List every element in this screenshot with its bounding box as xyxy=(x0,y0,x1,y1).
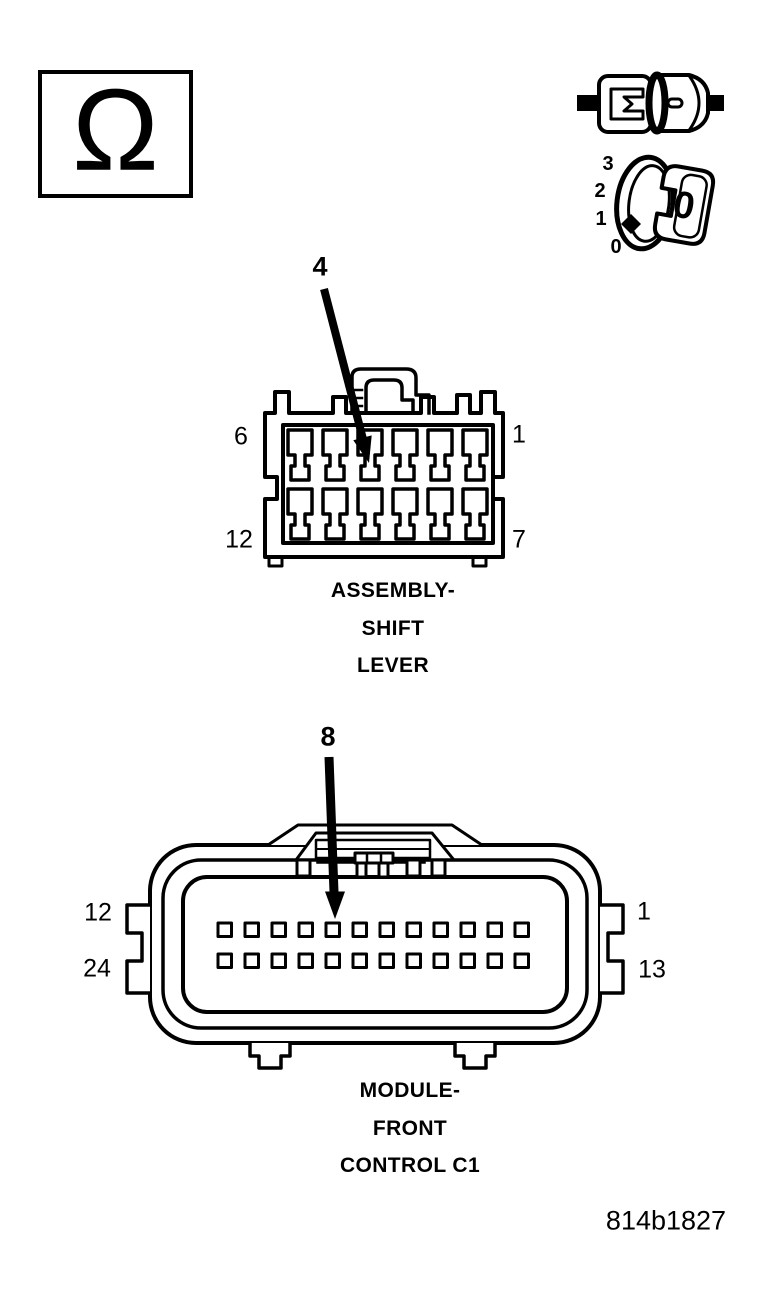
connector1-terminal xyxy=(391,428,419,482)
connector2-top-tab-3 xyxy=(430,858,447,878)
right-wire-stub xyxy=(708,95,724,111)
key-position-3-label: 3 xyxy=(602,153,613,175)
connector2-clip-leg-left xyxy=(355,861,368,879)
connector2-bottom-foot-right xyxy=(453,1041,497,1070)
connector2-pin-square xyxy=(486,952,503,969)
connector2-right-wing xyxy=(598,903,625,995)
connector1-pin-6-label: 6 xyxy=(234,422,248,451)
connector2-pin-square xyxy=(513,952,530,969)
connector1-terminal xyxy=(356,487,384,541)
callout-8-arrow-head xyxy=(325,891,345,919)
front-control-module-connector-drawing xyxy=(125,823,625,1070)
connector2-pin-square xyxy=(405,952,422,969)
ohmmeter-icon: Ω xyxy=(38,70,193,198)
connector1-name-line-1: ASSEMBLY- xyxy=(330,579,456,602)
connector2-pin-square xyxy=(297,921,314,938)
key-head-outline xyxy=(652,164,716,246)
connector2-pin-square xyxy=(459,952,476,969)
connector2-pin-square xyxy=(432,952,449,969)
connector1-pin-7-label: 7 xyxy=(512,525,526,554)
connector2-pin-square xyxy=(378,921,395,938)
callout-8-label: 8 xyxy=(320,721,336,752)
connector2-pin-1-label: 1 xyxy=(637,897,651,926)
connector2-latch-clip-dividers xyxy=(365,851,383,865)
connector1-terminal xyxy=(461,428,489,482)
key-position-0-label: 0 xyxy=(610,236,621,258)
key-position-marker-diamond xyxy=(621,214,641,234)
connector2-pin-12-label: 12 xyxy=(84,898,112,927)
connector2-top-tab-1 xyxy=(295,858,312,878)
connector2-pin-square xyxy=(297,952,314,969)
ignition-key-position-icon: 3 2 1 0 0 xyxy=(594,153,716,258)
connector2-pin-square xyxy=(243,921,260,938)
connector1-terminal xyxy=(321,428,349,482)
callout-8-arrow-shaft xyxy=(324,756,339,893)
disconnected-connectors-icon xyxy=(577,71,724,135)
connector2-pin-13-label: 13 xyxy=(638,955,666,984)
connector2-name-line-3: CONTROL C1 xyxy=(339,1154,481,1177)
key-head: 0 xyxy=(652,164,716,246)
connector1-terminal xyxy=(286,487,314,541)
connector2-pin-square xyxy=(513,921,530,938)
female-connector-slot xyxy=(666,97,684,109)
connector1-terminal xyxy=(426,487,454,541)
connector2-name-line-1: MODULE- xyxy=(359,1079,461,1102)
left-wire-stub xyxy=(577,95,599,111)
connector2-name-line-2: FRONT xyxy=(372,1117,448,1140)
connector2-pin-square xyxy=(243,952,260,969)
female-connector-seal-ring xyxy=(645,71,669,135)
connector1-pin-1-label: 1 xyxy=(512,420,526,449)
shift-lever-connector-drawing xyxy=(263,367,505,568)
connector2-pin-square xyxy=(351,921,368,938)
connector1-name-line-3: LEVER xyxy=(356,654,430,677)
callout-4-arrow-shaft xyxy=(320,287,368,443)
connector1-latch-outer xyxy=(350,367,431,415)
connector1-cavity-frame xyxy=(281,423,495,545)
figure-id: 814b1827 xyxy=(605,1205,727,1236)
female-connector-curve xyxy=(687,74,701,132)
connector2-pin-square xyxy=(378,952,395,969)
connector2-latch-clip xyxy=(353,851,395,865)
connector2-pins xyxy=(216,921,530,969)
callout-4-label: 4 xyxy=(312,251,328,282)
connector1-terminal xyxy=(321,487,349,541)
callout-4-arrow-head xyxy=(353,435,372,463)
connector2-top-tab-2 xyxy=(405,858,422,878)
connector1-name-line-2: SHIFT xyxy=(361,617,425,640)
connector2-pin-24-label: 24 xyxy=(83,954,111,983)
connector2-pin-square xyxy=(270,921,287,938)
connector2-pin-square xyxy=(351,952,368,969)
connector2-pin-square xyxy=(486,921,503,938)
connector1-terminal xyxy=(286,428,314,482)
connector2-cavity-frame xyxy=(181,875,569,1014)
connector1-latch-inner xyxy=(364,378,415,415)
male-terminal-shape xyxy=(609,87,645,121)
connector1-terminal xyxy=(391,487,419,541)
connector2-pin-square xyxy=(324,952,341,969)
key-position-2-label: 2 xyxy=(594,180,605,202)
key-head-inner-line xyxy=(672,173,708,239)
connector2-pin-square xyxy=(432,921,449,938)
connector1-terminal xyxy=(461,487,489,541)
connector2-clip-leg-right xyxy=(377,861,390,879)
connector1-pin-12-label: 12 xyxy=(225,525,253,554)
connector2-pin-square xyxy=(216,952,233,969)
key-ring-inner xyxy=(627,164,671,243)
connector2-pin-square xyxy=(405,921,422,938)
ohm-symbol: Ω xyxy=(72,65,159,195)
callout-arrows xyxy=(320,287,372,919)
connector2-left-wing xyxy=(125,903,152,995)
connector2-pin-square xyxy=(459,921,476,938)
connector2-pin-square xyxy=(270,952,287,969)
connector2-pin-square xyxy=(324,921,341,938)
connector2-bottom-foot-left xyxy=(248,1041,292,1070)
connector1-terminal xyxy=(426,428,454,482)
connector2-pin-square xyxy=(216,921,233,938)
key-position-1-label: 1 xyxy=(595,208,606,230)
